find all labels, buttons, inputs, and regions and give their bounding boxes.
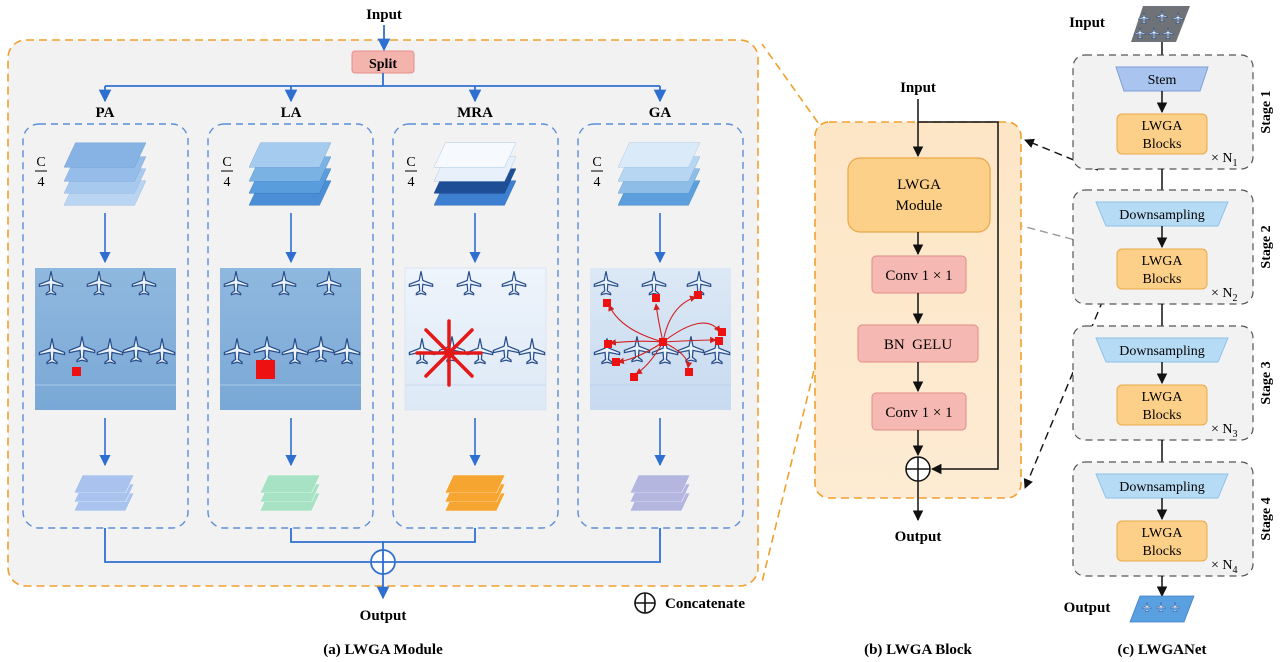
branch-box-la	[207, 123, 374, 529]
branch-label-pa: PA	[96, 105, 115, 121]
svg-text:LWGA: LWGA	[1142, 254, 1184, 269]
block-add-symbol	[905, 456, 931, 482]
branch-label-la: LA	[281, 105, 302, 121]
svg-text:C: C	[222, 155, 231, 170]
attention-image-mra	[404, 267, 547, 411]
block-output-label: Output	[895, 529, 942, 545]
block-module-box	[847, 157, 991, 233]
svg-text:C: C	[406, 155, 415, 170]
svg-text:4: 4	[38, 175, 45, 190]
stage-1-blocks	[1116, 113, 1208, 155]
lwga-module-panel: Input Split PA LA MRA GA C 4 C 4	[7, 7, 759, 624]
stage-3-repeat: × N3	[1211, 422, 1238, 440]
block-module-line1: LWGA	[897, 177, 941, 193]
svg-text:Downsampling: Downsampling	[1119, 344, 1205, 359]
fraction-pa: C 4	[35, 155, 47, 190]
branch-box-mra	[392, 123, 559, 529]
stage-1-repeat: × N1	[1211, 151, 1238, 169]
stem-label: Stem	[1148, 73, 1177, 88]
block-module-line2: Module	[896, 198, 943, 214]
caption-module: (a) LWGA Module	[323, 642, 443, 658]
stage-4-blocks	[1116, 520, 1208, 562]
stem-box	[1115, 66, 1209, 92]
branch-label-mra: MRA	[457, 105, 493, 121]
svg-text:4: 4	[594, 175, 601, 190]
block-bn-gelu-label: BN GELU	[884, 337, 952, 353]
concat-legend-label: Concatenate	[665, 596, 745, 612]
block-input-label: Input	[900, 80, 936, 96]
fraction-la: C 4	[221, 155, 233, 190]
attention-image-ga	[590, 268, 731, 410]
svg-text:C: C	[592, 155, 601, 170]
fraction-ga: C 4	[591, 155, 603, 190]
la-window-marker	[256, 360, 275, 379]
input-stack-mra	[434, 142, 516, 206]
feature-stack-pa	[73, 475, 135, 511]
input-stack-ga	[618, 142, 700, 206]
stage-4-downsampling	[1095, 473, 1229, 499]
input-stack-pa	[64, 142, 146, 206]
module-input-label: Input	[366, 7, 402, 23]
input-stack-la	[249, 142, 331, 206]
stage-3-blocks	[1116, 384, 1208, 426]
block-conv2-box	[871, 392, 967, 431]
feature-stack-ga	[629, 475, 691, 511]
concat-legend-icon	[634, 592, 656, 614]
svg-text:Downsampling: Downsampling	[1119, 480, 1205, 495]
branch-label-ga: GA	[649, 105, 672, 121]
svg-text:Blocks: Blocks	[1143, 408, 1182, 423]
caption-block: (b) LWGA Block	[864, 642, 972, 658]
stage-4-repeat: × N4	[1211, 558, 1238, 576]
net-input-label: Input	[1069, 15, 1105, 31]
stage-3-downsampling	[1095, 337, 1229, 363]
stage-2-repeat: × N2	[1211, 286, 1238, 304]
ga-point-markers	[603, 291, 726, 381]
svg-text:LWGA: LWGA	[1142, 526, 1184, 541]
stage-2-blocks	[1116, 248, 1208, 290]
svg-text:4: 4	[408, 175, 415, 190]
svg-text:LWGA: LWGA	[1142, 390, 1184, 405]
svg-text:LWGA: LWGA	[1142, 119, 1184, 134]
branch-box-ga	[577, 123, 744, 529]
net-output-image	[1129, 595, 1195, 623]
stage-2-downsampling	[1095, 201, 1229, 227]
pa-point-marker	[72, 367, 81, 376]
stage-3-label: Stage 3	[1259, 361, 1274, 404]
block-conv1-box	[871, 255, 967, 294]
svg-text:Downsampling: Downsampling	[1119, 208, 1205, 223]
caption-net: (c) LWGANet	[1117, 642, 1206, 658]
lwganet-panel: Input Stem LWGA Blocks × N1 Stage 1 Down…	[1064, 6, 1274, 623]
svg-text:Blocks: Blocks	[1143, 544, 1182, 559]
split-label: Split	[369, 57, 397, 72]
mra-star-marker	[415, 319, 483, 387]
svg-text:4: 4	[224, 175, 231, 190]
module-output-label: Output	[360, 608, 407, 624]
stage-2-label: Stage 2	[1259, 225, 1274, 268]
svg-text:Blocks: Blocks	[1143, 137, 1182, 152]
concat-symbol	[370, 549, 396, 575]
fraction-mra: C 4	[405, 155, 417, 190]
attention-image-la	[220, 268, 361, 410]
attention-image-pa	[35, 268, 176, 410]
feature-stack-la	[259, 475, 321, 511]
svg-text:Blocks: Blocks	[1143, 272, 1182, 287]
stage-1-label: Stage 1	[1259, 90, 1274, 133]
net-input-image	[1131, 6, 1190, 42]
lwga-block-panel: Input LWGA Module Conv 1 × 1 BN GELU Con…	[814, 80, 1022, 545]
net-output-label: Output	[1064, 600, 1111, 616]
branch-box-pa	[22, 123, 189, 529]
feature-stack-mra	[444, 475, 506, 511]
svg-text:C: C	[36, 155, 45, 170]
block-conv1-label: Conv 1 × 1	[885, 268, 952, 284]
stage-4-label: Stage 4	[1259, 497, 1274, 540]
block-conv2-label: Conv 1 × 1	[885, 405, 952, 421]
